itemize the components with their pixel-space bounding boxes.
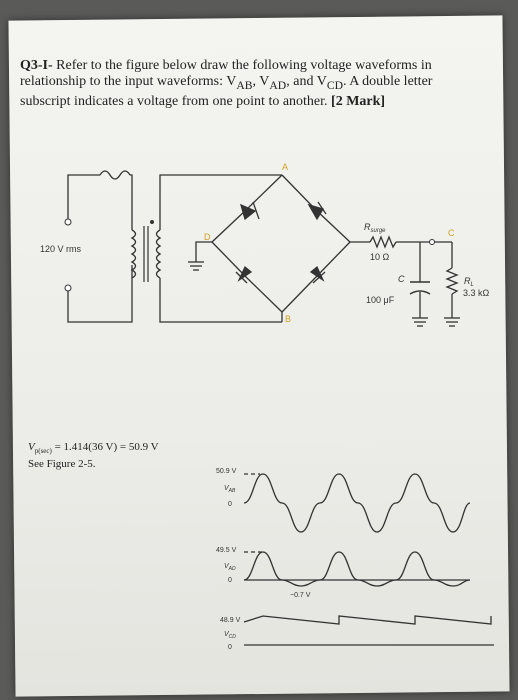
diode-4-icon: [309, 265, 325, 282]
node-c-label: C: [448, 228, 455, 238]
rl-value: 3.3 kΩ: [463, 288, 490, 298]
node-a-label: A: [282, 162, 288, 172]
diode-3-icon: [237, 265, 253, 282]
vcd-waveform: [243, 615, 492, 625]
cap-value: 100 μF: [366, 295, 395, 305]
question-text: Q3-I- Refer to the figure below draw the…: [20, 58, 480, 110]
rsurge-value: 10 Ω: [370, 252, 390, 262]
question-body: Refer to the figure below draw the follo…: [20, 58, 432, 89]
vcd-zero-label: 0: [228, 644, 232, 651]
vad-label: VAD: [224, 563, 236, 572]
solution-line-1: Vp(sec) = 1.414(36 V) = 50.9 V: [28, 441, 159, 458]
diode-2-icon: [307, 203, 324, 221]
vad-zero-label: 0: [228, 577, 232, 584]
diode-3-bar: [235, 271, 248, 284]
vp-equation: = 1.414(36 V) = 50.9 V: [51, 441, 159, 453]
question-number: Q3-I-: [20, 58, 53, 73]
secondary-coil: [155, 229, 162, 279]
rsurge-label: Rsurge: [364, 222, 386, 234]
terminal-bottom: [64, 284, 72, 292]
solution-text: Vp(sec) = 1.414(36 V) = 50.9 V See Figur…: [28, 441, 159, 471]
vad-subscript: AD: [269, 78, 287, 92]
rl-label: RL: [464, 276, 474, 288]
question-end: . A double letter subscript indicates a …: [20, 74, 433, 109]
rl-resistor: [445, 267, 459, 295]
vab-label: VAB: [224, 485, 236, 494]
bridge-lower-left: [211, 241, 283, 313]
vab-waveform: [243, 473, 471, 533]
vp-symbol: V: [28, 441, 35, 453]
vab-peak-label: 50.9 V: [216, 468, 237, 475]
question-sep-2: , and V: [286, 74, 327, 89]
vad-peak-label: 49.5 V: [216, 547, 237, 554]
vab-subscript: AB: [236, 78, 253, 92]
ground-cap-icon: [412, 317, 428, 327]
node-b-label: B: [285, 314, 291, 324]
diode-2-bar: [317, 201, 327, 215]
node-d-label: D: [204, 232, 211, 242]
primary-bottom-wire: [67, 265, 133, 323]
question-sep-1: , V: [252, 74, 270, 89]
diode-4-bar: [312, 271, 326, 284]
diode-1-bar: [252, 201, 260, 220]
cap-label: C: [398, 274, 405, 284]
question-marks: [2 Mark]: [331, 93, 386, 109]
secondary-top-wire: [159, 174, 282, 230]
vad-waveform: [243, 551, 471, 587]
vcd-subscript: CD: [326, 78, 344, 92]
polarity-dot: [150, 220, 154, 224]
source-label: 120 V rms: [40, 244, 82, 254]
terminal-top: [64, 218, 72, 226]
rsurge-resistor: [369, 235, 397, 249]
fuse-symbol: [99, 170, 131, 180]
primary-top-lead: [130, 174, 133, 230]
vcd-peak-label: 48.9 V: [220, 617, 241, 624]
secondary-bottom-wire: [159, 278, 282, 323]
terminal-c: [429, 239, 435, 245]
ground-rl-icon: [444, 317, 460, 327]
primary-top-wire: [67, 174, 100, 220]
diode-1-icon: [239, 203, 257, 221]
vab-zero-label: 0: [228, 501, 232, 508]
node-d-wire: [195, 241, 212, 262]
primary-coil: [130, 229, 137, 279]
vcd-label: VCD: [224, 631, 236, 640]
solution-line-2: See Figure 2-5.: [28, 458, 96, 471]
ground-d-icon: [188, 261, 204, 271]
bridge-lower-right: [281, 241, 351, 313]
cap-plate-bottom: [409, 290, 431, 295]
vad-neg-label: −0.7 V: [290, 592, 311, 599]
vp-subscript: p(sec): [34, 447, 52, 456]
